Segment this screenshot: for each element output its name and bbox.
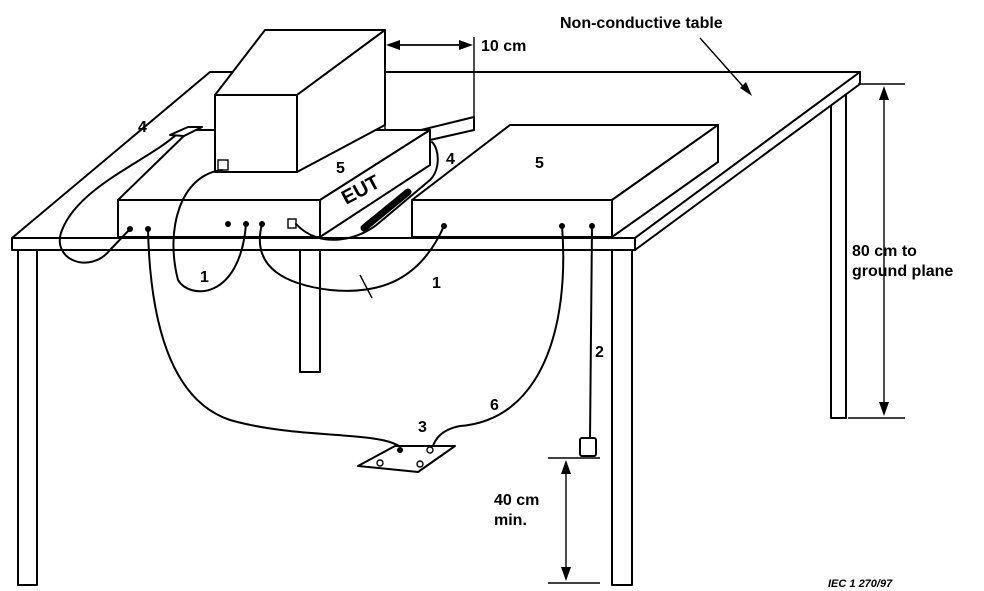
- min-height-label-2: min.: [494, 512, 527, 529]
- table-legs: [17, 89, 847, 586]
- min-height-label-1: 40 cm: [494, 492, 539, 509]
- figure-caption: IEC 1 270/97: [828, 578, 893, 590]
- height-label-2: ground plane: [852, 263, 953, 280]
- callout-1-right: 1: [432, 275, 441, 292]
- callout-1-left: 1: [200, 269, 209, 286]
- callout-2: 2: [595, 344, 604, 361]
- callout-3: 3: [418, 419, 427, 436]
- eut-box: [214, 29, 386, 173]
- callout-6: 6: [490, 397, 499, 414]
- ground-reference-box-right: [411, 124, 719, 238]
- callout-4-left: 4: [138, 119, 147, 136]
- ground-plate: [357, 445, 456, 473]
- callout-5-right: 5: [535, 155, 544, 172]
- distance-label: 10 cm: [481, 38, 526, 55]
- dimension-40cm: [548, 457, 600, 584]
- dimension-10cm: [384, 37, 475, 130]
- callout-5-left: 5: [336, 160, 345, 177]
- height-label-1: 80 cm to: [852, 243, 917, 260]
- callout-4-right: 4: [446, 151, 455, 168]
- connectors: [127, 218, 595, 232]
- table-pointer: [699, 37, 749, 93]
- dimension-80cm: [848, 83, 905, 419]
- table-label: Non-conductive table: [560, 15, 723, 32]
- cables: [58, 126, 597, 457]
